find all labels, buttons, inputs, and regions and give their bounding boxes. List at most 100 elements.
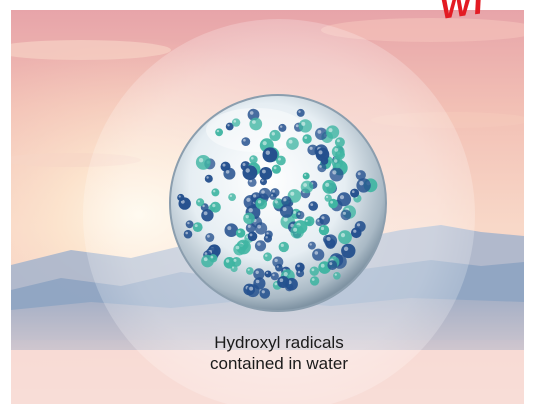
molecule-highlight: [282, 207, 287, 212]
molecule-dot: [327, 260, 338, 270]
molecule-highlight: [187, 221, 190, 225]
molecule-highlight: [283, 198, 287, 202]
molecule-highlight: [359, 181, 364, 186]
molecule-highlight: [321, 216, 325, 220]
molecule-cluster-icon: [177, 108, 378, 299]
molecule-dot: [196, 198, 205, 207]
molecule-highlight: [277, 157, 281, 161]
molecule-dot: [302, 134, 312, 144]
molecule-dot: [295, 262, 305, 273]
molecule-highlight: [336, 139, 340, 143]
molecule-dot: [317, 163, 327, 173]
molecule-highlight: [290, 191, 295, 196]
molecule-highlight: [309, 243, 312, 246]
molecule-dot: [331, 157, 343, 169]
scene-svg: [11, 10, 524, 404]
molecule-dot: [286, 137, 299, 150]
molecule-highlight: [255, 270, 259, 274]
molecule-highlight: [325, 195, 329, 199]
molecule-highlight: [320, 226, 325, 231]
molecule-dot: [307, 241, 316, 250]
molecule-dot: [318, 224, 330, 236]
molecule-dot: [325, 125, 340, 139]
molecule-dot: [354, 221, 366, 232]
molecule-highlight: [326, 236, 331, 241]
molecule-dot: [205, 233, 215, 242]
molecule-dot: [279, 204, 294, 218]
molecule-dot: [230, 264, 238, 273]
molecule-highlight: [272, 273, 275, 277]
molecule-dot: [243, 212, 255, 225]
molecule-highlight: [328, 128, 333, 133]
molecule-highlight: [276, 265, 279, 268]
molecule-dot: [278, 123, 287, 132]
molecule-highlight: [283, 272, 288, 277]
molecule-dot: [204, 174, 213, 183]
molecule-dot: [253, 268, 265, 280]
molecule-highlight: [178, 195, 181, 198]
molecule-highlight: [325, 182, 330, 187]
molecule-dot: [254, 240, 267, 252]
molecule-highlight: [246, 197, 251, 202]
molecule-dot: [308, 201, 319, 211]
molecule-highlight: [261, 290, 265, 294]
molecule-highlight: [247, 268, 250, 271]
molecule-highlight: [309, 146, 313, 150]
molecule-highlight: [213, 190, 216, 193]
molecule-highlight: [198, 158, 204, 163]
sunrise-scene: [11, 10, 524, 404]
molecule-highlight: [310, 203, 314, 207]
molecule-dot: [309, 266, 319, 276]
molecule-highlight: [252, 120, 256, 124]
molecule-highlight: [295, 124, 299, 128]
molecule-highlight: [304, 136, 308, 139]
molecule-dot: [247, 231, 258, 242]
molecule-highlight: [216, 129, 220, 133]
molecule-dot: [210, 201, 221, 213]
molecule-highlight: [257, 242, 261, 246]
molecule-highlight: [340, 233, 346, 238]
molecule-highlight: [253, 194, 257, 198]
molecule-highlight: [249, 233, 253, 237]
molecule-highlight: [204, 252, 208, 255]
molecule-highlight: [194, 224, 198, 228]
molecule-highlight: [261, 190, 265, 194]
molecule-dot: [177, 193, 185, 202]
molecule-dot: [277, 276, 290, 288]
molecule-highlight: [203, 257, 208, 262]
molecule-highlight: [225, 259, 230, 263]
molecule-highlight: [247, 224, 251, 228]
molecule-highlight: [297, 264, 300, 268]
molecule-dot: [211, 188, 220, 197]
molecule-dot: [249, 117, 263, 131]
molecule-highlight: [235, 245, 240, 250]
molecule-highlight: [262, 141, 267, 146]
molecule-dot: [215, 128, 224, 137]
molecule-dot: [264, 270, 272, 278]
molecule-dot: [329, 167, 344, 182]
molecule-dot: [271, 164, 281, 174]
molecule-highlight: [274, 200, 278, 204]
molecule-highlight: [318, 150, 323, 155]
molecule-highlight: [227, 124, 230, 127]
molecule-highlight: [339, 195, 345, 200]
molecule-highlight: [266, 271, 269, 274]
molecule-dot: [233, 243, 246, 256]
molecule-dot: [270, 272, 279, 281]
molecule-highlight: [265, 236, 268, 239]
molecule-highlight: [271, 194, 274, 197]
molecule-highlight: [353, 229, 357, 233]
molecule-highlight: [257, 200, 262, 204]
molecule-highlight: [197, 200, 200, 203]
molecule-dot: [356, 178, 371, 193]
molecule-highlight: [304, 173, 307, 176]
molecule-dot: [296, 108, 305, 117]
molecule-highlight: [298, 110, 301, 113]
molecule-dot: [309, 276, 320, 286]
molecule-dot: [338, 230, 352, 245]
molecule-dot: [331, 145, 345, 159]
molecule-highlight: [222, 163, 226, 167]
molecule-dot: [259, 288, 271, 299]
molecule-highlight: [279, 278, 284, 283]
